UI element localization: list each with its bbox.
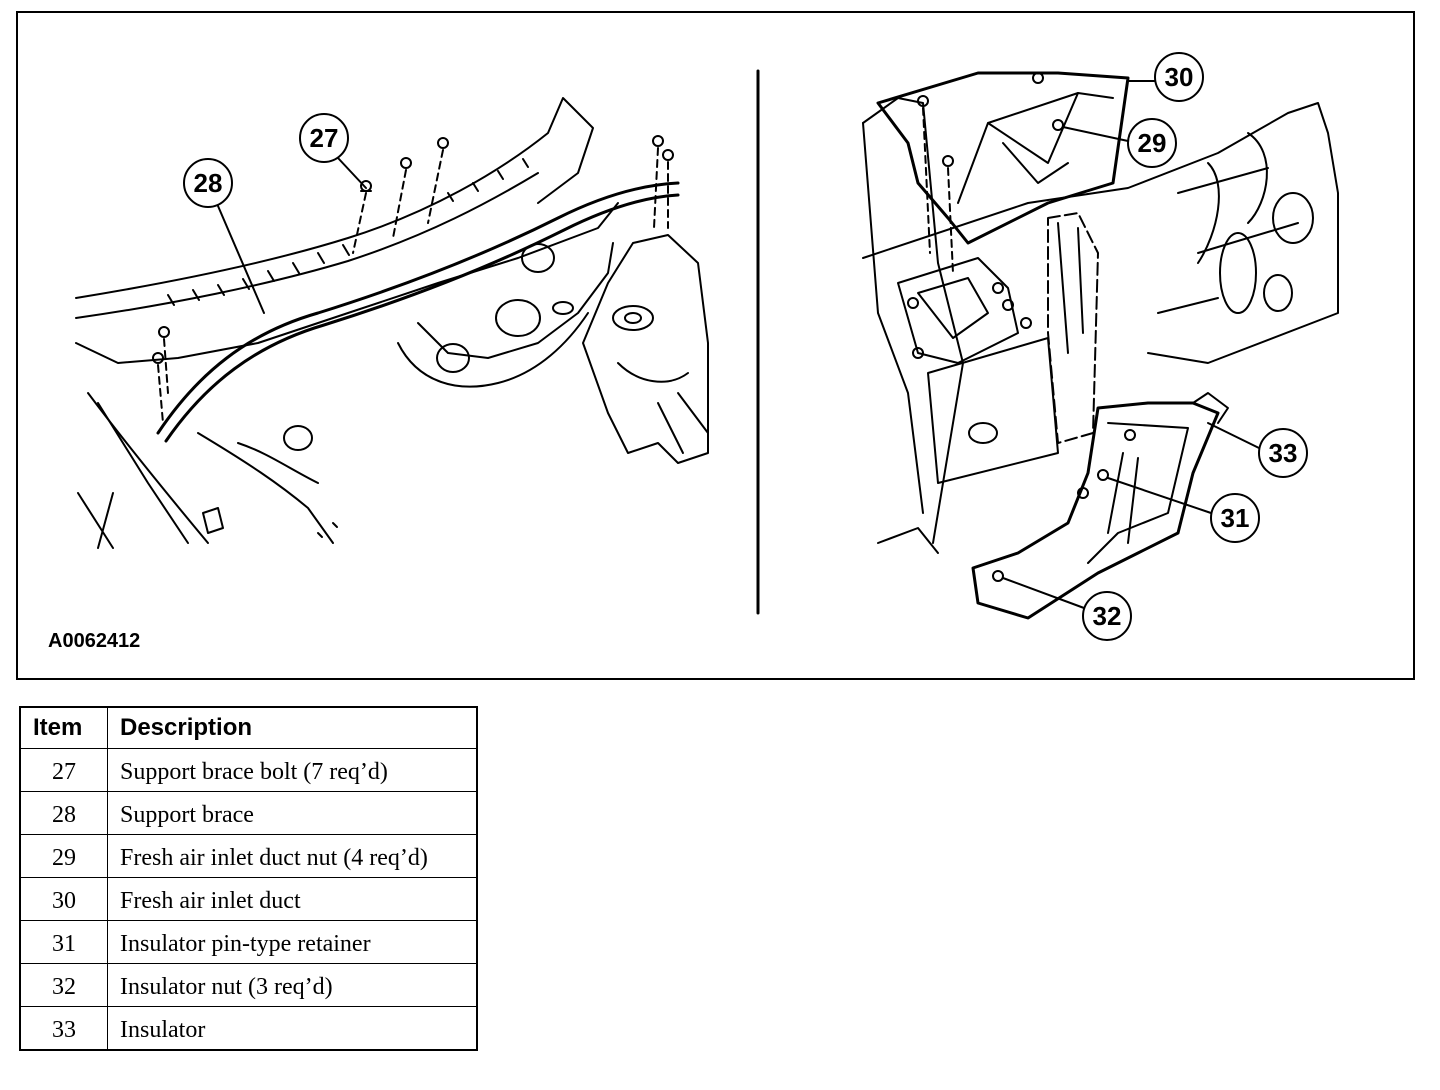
support-brace-bolts: [152, 135, 674, 364]
item-number: 27: [19, 748, 108, 792]
table-row: 27 Support brace bolt (7 req’d): [19, 748, 478, 792]
left-cowl-assembly: [75, 97, 709, 549]
column-header-item: Item: [19, 706, 108, 749]
callout-30-marker: [1127, 52, 1204, 102]
callout-33-marker: [1207, 422, 1308, 478]
table-row: 30 Fresh air inlet duct: [19, 877, 478, 921]
right-dash-assembly: [862, 71, 1339, 620]
item-description: Support brace: [107, 791, 478, 835]
figure-id-label: A0062412: [48, 630, 141, 652]
item-number: 33: [19, 1006, 108, 1051]
table-row: 29 Fresh air inlet duct nut (4 req’d): [19, 834, 478, 878]
parts-table: Item Description 27 Support brace bolt (…: [19, 706, 478, 1051]
callout-29-marker: [1062, 118, 1177, 168]
table-row: 28 Support brace: [19, 791, 478, 835]
item-description: Fresh air inlet duct nut (4 req’d): [107, 834, 478, 878]
callout-30-label: 30: [1165, 62, 1194, 92]
table-row: 32 Insulator nut (3 req’d): [19, 963, 478, 1007]
item-description: Fresh air inlet duct: [107, 877, 478, 921]
item-number: 30: [19, 877, 108, 921]
callout-33-label: 33: [1269, 438, 1298, 468]
item-description: Insulator: [107, 1006, 478, 1051]
item-number: 31: [19, 920, 108, 964]
callout-27-marker: [299, 113, 367, 189]
exploded-view-figure: 28 27 30 29 33 31 32 A0062412: [16, 11, 1415, 680]
table-header-row: Item Description: [19, 706, 478, 749]
callout-28-marker: [183, 158, 265, 314]
callout-28-label: 28: [194, 168, 223, 198]
figure-drawing: 28 27 30 29 33 31 32: [75, 52, 1339, 641]
callout-31-label: 31: [1221, 503, 1250, 533]
callout-31-marker: [1107, 477, 1260, 543]
item-number: 32: [19, 963, 108, 1007]
item-number: 29: [19, 834, 108, 878]
item-description: Insulator pin-type retainer: [107, 920, 478, 964]
item-description: Insulator nut (3 req’d): [107, 963, 478, 1007]
item-number: 28: [19, 791, 108, 835]
callout-27-label: 27: [310, 123, 339, 153]
table-row: 33 Insulator: [19, 1006, 478, 1051]
column-header-description: Description: [107, 706, 478, 749]
table-row: 31 Insulator pin-type retainer: [19, 920, 478, 964]
callout-29-label: 29: [1138, 128, 1167, 158]
callout-32-marker: [1002, 577, 1132, 641]
item-description: Support brace bolt (7 req’d): [107, 748, 478, 792]
callout-32-label: 32: [1093, 601, 1122, 631]
